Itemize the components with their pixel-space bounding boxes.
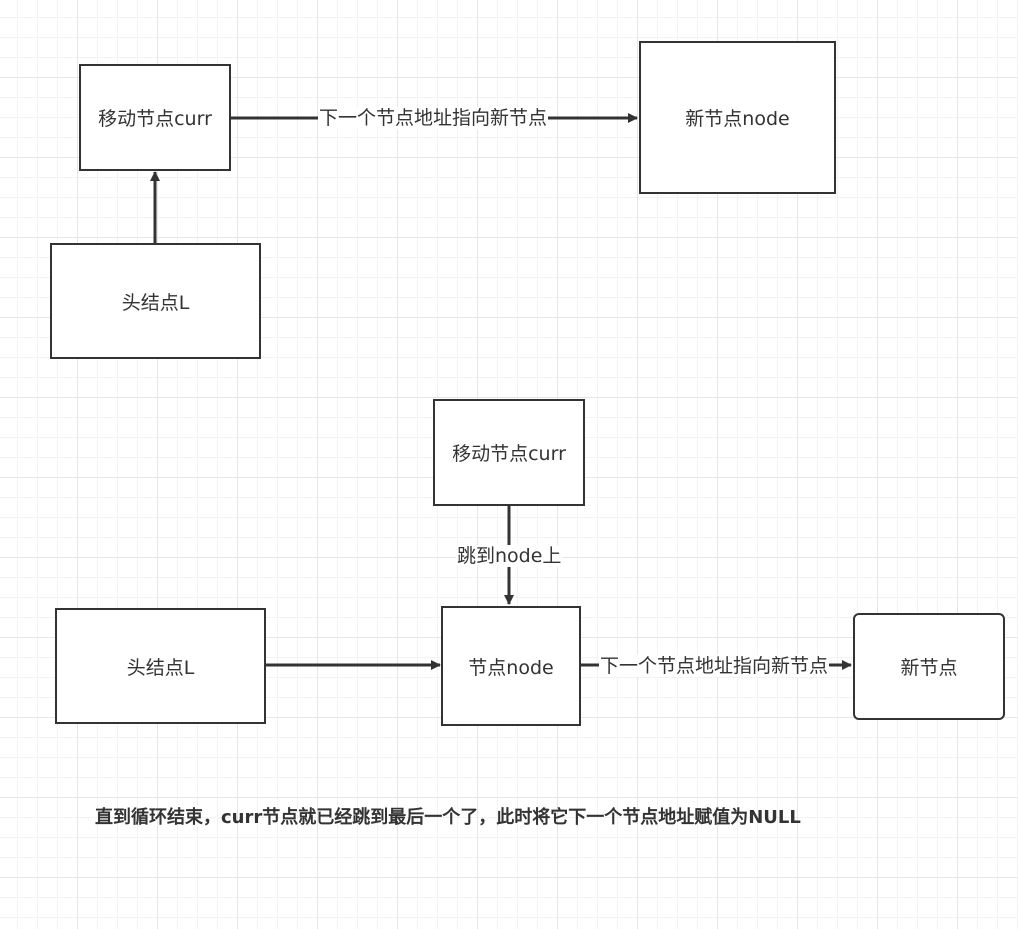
new-node-box-2: 新节点 xyxy=(853,613,1005,720)
new-node-label-2: 新节点 xyxy=(900,657,958,679)
head-node-box-1: 头结点L xyxy=(50,243,261,359)
head-node-box-2: 头结点L xyxy=(55,608,266,724)
head-node-label-2: 头结点L xyxy=(126,656,195,679)
diagram-caption: 直到循环结束，curr节点就已经跳到最后一个了，此时将它下一个节点地址赋值为NU… xyxy=(95,807,801,828)
new-node-label-1: 新节点node xyxy=(685,108,790,130)
edge-label-node-to-new-2: 下一个节点地址指向新节点 xyxy=(599,655,830,677)
curr-node-label-1: 移动节点curr xyxy=(98,108,212,130)
edge-label-curr-to-node-2: 跳到node上 xyxy=(456,545,563,567)
curr-node-box-1: 移动节点curr xyxy=(79,64,231,171)
curr-node-label-2: 移动节点curr xyxy=(452,443,566,465)
node-label-2: 节点node xyxy=(468,656,554,679)
new-node-box-1: 新节点node xyxy=(639,41,836,194)
head-node-label-1: 头结点L xyxy=(121,291,190,314)
node-box-2: 节点node xyxy=(441,606,581,726)
curr-node-box-2: 移动节点curr xyxy=(433,399,585,506)
edge-label-curr-to-new-1: 下一个节点地址指向新节点 xyxy=(318,107,549,129)
